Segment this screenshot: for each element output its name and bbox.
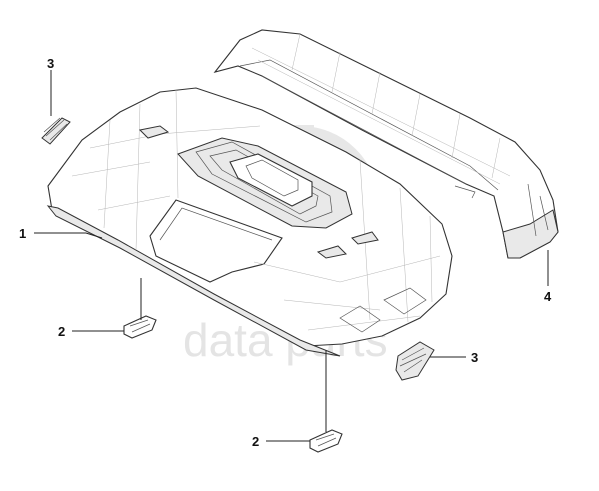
callout-1: 1 [19,226,26,241]
leader-lines [34,70,549,442]
callout-labels: 3 1 2 3 4 2 [19,56,552,449]
leader-1 [34,232,103,239]
part-clip-bottom [309,429,343,453]
part-rear-cover [213,29,559,259]
part-vent-right [395,341,435,381]
leader-2-bottom [266,350,327,442]
leader-2-left [72,278,142,332]
callout-4: 4 [544,289,552,304]
callout-3-right: 3 [471,350,478,365]
part-clip-left [123,315,157,339]
callout-2-bottom: 2 [252,434,259,449]
part-vent-left [41,117,71,145]
callout-2-left: 2 [58,324,65,339]
part-main-panel [46,87,453,357]
callout-3-top: 3 [47,56,54,71]
